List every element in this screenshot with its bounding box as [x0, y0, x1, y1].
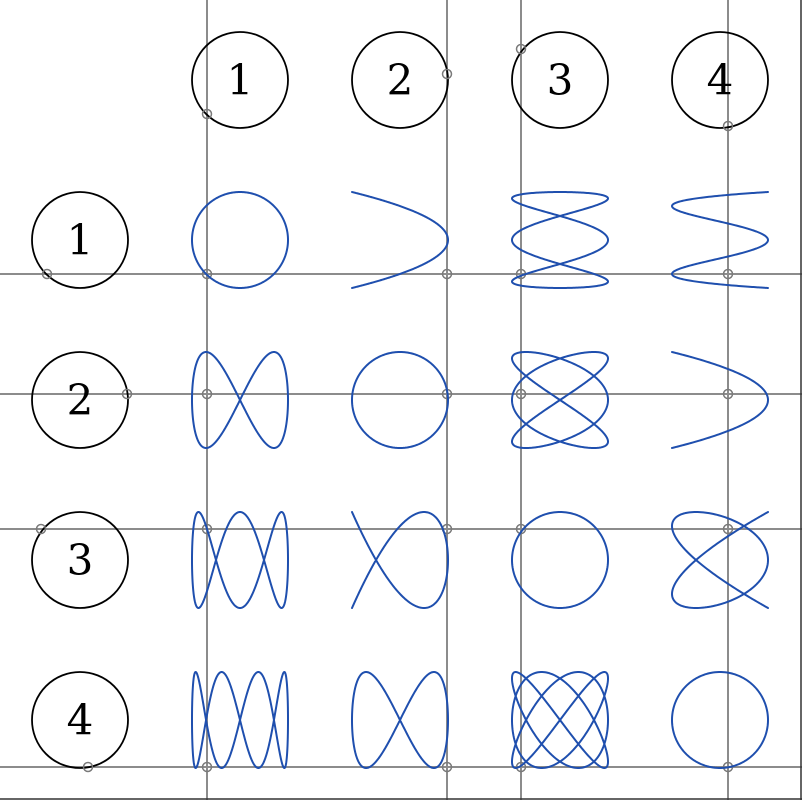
marker-point: [201, 388, 213, 400]
row-header-label: 1: [67, 216, 94, 265]
row-headers: 1 2 3 4: [31, 191, 129, 769]
column-header-1: 1: [191, 31, 289, 129]
lissajous-curve-r1-c2: [351, 191, 449, 289]
column-header-label: 4: [707, 56, 734, 105]
marker-point: [121, 388, 133, 400]
row-header-2: 2: [31, 351, 129, 449]
marker-point: [722, 268, 734, 280]
row-header-circle: [31, 351, 129, 449]
marker-point: [441, 268, 453, 280]
marker-point: [441, 68, 453, 80]
marker-point: [201, 523, 213, 535]
lissajous-curve-r2-c3: [511, 351, 609, 449]
row-header-label: 4: [67, 696, 94, 745]
lissajous-curve-r2-c2: [351, 351, 449, 449]
lissajous-curve-r2-c1: [191, 351, 289, 449]
column-header-circle: [671, 31, 769, 129]
lissajous-curve-r4-c3: [511, 671, 609, 769]
column-header-circle: [191, 31, 289, 129]
vertical-grid-lines: [206, 0, 729, 800]
marker-point: [201, 761, 213, 773]
row-header-1: 1: [31, 191, 129, 289]
column-header-label: 1: [227, 56, 254, 105]
lissajous-curve-r1-c1: [191, 191, 289, 289]
lissajous-curve-r1-c4: [671, 191, 769, 289]
lissajous-curve-r4-c4: [671, 671, 769, 769]
marker-point: [201, 268, 213, 280]
marker-point: [35, 523, 47, 535]
lissajous-curves: [191, 191, 769, 769]
column-header-circle: [351, 31, 449, 129]
tracing-markers: [35, 43, 734, 773]
marker-point: [441, 761, 453, 773]
lissajous-curve-r4-c2: [351, 671, 449, 769]
row-header-circle: [31, 511, 129, 609]
row-header-circle: [31, 191, 129, 289]
column-header-2: 2: [351, 31, 449, 129]
column-header-circle: [511, 31, 609, 129]
lissajous-curve-r3-c1: [191, 511, 289, 609]
lissajous-curve-r3-c3: [511, 511, 609, 609]
row-header-4: 4: [31, 671, 129, 769]
marker-point: [82, 761, 94, 773]
marker-point: [722, 523, 734, 535]
lissajous-curve-r3-c2: [351, 511, 449, 609]
lissajous-curve-r2-c4: [671, 351, 769, 449]
row-header-circle: [31, 671, 129, 769]
row-header-label: 2: [67, 376, 94, 425]
marker-point: [201, 108, 213, 120]
column-header-label: 2: [387, 56, 414, 105]
marker-point: [722, 388, 734, 400]
marker-point: [515, 43, 527, 55]
lissajous-curve-r4-c1: [191, 671, 289, 769]
row-header-3: 3: [31, 511, 129, 609]
row-header-label: 3: [67, 536, 94, 585]
marker-point: [41, 268, 53, 280]
marker-point: [515, 388, 527, 400]
column-header-4: 4: [671, 31, 769, 129]
marker-point: [722, 120, 734, 132]
lissajous-curve-r1-c3: [511, 191, 609, 289]
column-header-label: 3: [547, 56, 574, 105]
column-headers: 1 2 3 4: [191, 31, 769, 129]
lissajous-curve-r3-c4: [671, 511, 769, 609]
column-header-3: 3: [511, 31, 609, 129]
